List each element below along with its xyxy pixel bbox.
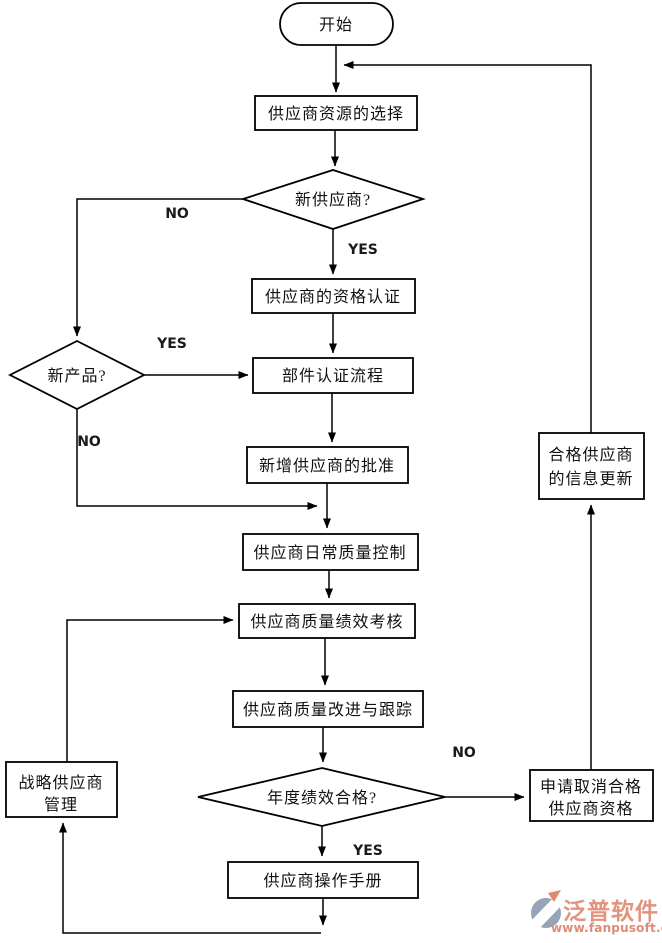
supplier-selection-node <box>254 95 418 131</box>
arrow-new-product-no-branch <box>76 409 318 510</box>
strategic-management-label-line1: 战略供应商 <box>18 773 103 792</box>
component-process-node <box>252 357 414 394</box>
qualification-label: 供应商的资格认证 <box>265 287 401 306</box>
watermark-brand-text: 泛普软件 <box>563 898 659 924</box>
performance-assessment-node <box>238 603 416 639</box>
new-supplier-no-label: NO <box>165 206 189 222</box>
annual-performance-decision-node <box>197 767 446 827</box>
arrow-new-supplier-no-branch <box>73 198 243 337</box>
watermark: 泛普软件 www.fanpusoft.com <box>529 890 662 935</box>
daily-quality-control-label: 供应商日常质量控制 <box>253 543 406 562</box>
quality-improvement-label: 供应商质量改进与跟踪 <box>243 700 413 719</box>
info-update-label-line1: 合格供应商 <box>548 445 633 464</box>
component-process-label: 部件认证流程 <box>282 367 384 385</box>
new-supplier-decision-label: 新供应商? <box>295 190 371 209</box>
watermark-logo-swoosh <box>529 895 564 931</box>
strategic-management-node <box>5 761 118 818</box>
new-supplier-yes-label: YES <box>347 242 378 258</box>
supplier-selection-label: 供应商资源的选择 <box>268 104 404 123</box>
cancel-qualification-label-line1: 申请取消合格 <box>540 778 642 796</box>
cancel-qualification-label-line2: 供应商资格 <box>548 799 633 818</box>
info-update-node <box>538 432 645 500</box>
daily-quality-control-node <box>242 533 419 571</box>
qualification-node <box>251 278 416 314</box>
new-product-decision-node <box>8 339 146 411</box>
new-supplier-approval-node <box>246 446 409 484</box>
performance-assessment-label: 供应商质量绩效考核 <box>250 612 403 631</box>
annual-yes-label: YES <box>352 843 383 859</box>
new-product-decision-label: 新产品? <box>47 367 106 385</box>
arrow-info-update-to-main-line <box>343 61 592 433</box>
watermark-logo-accent <box>548 890 561 902</box>
annual-performance-decision-label: 年度绩效合格? <box>267 789 377 807</box>
start-node <box>279 2 394 46</box>
watermark-url-text: www.fanpusoft.com <box>551 921 662 935</box>
new-product-no-label: NO <box>77 434 101 450</box>
strategic-management-label-line2: 管理 <box>44 796 78 814</box>
start-label: 开始 <box>319 16 353 34</box>
cancel-qualification-node <box>529 769 654 822</box>
operation-manual-label: 供应商操作手册 <box>263 871 382 890</box>
info-update-label-line2: 的信息更新 <box>548 470 633 488</box>
new-product-yes-label: YES <box>156 336 187 352</box>
new-supplier-approval-label: 新增供应商的批准 <box>259 456 395 475</box>
arrow-loop-to-strategic <box>59 822 321 934</box>
new-supplier-decision-node <box>240 169 426 230</box>
arrow-strategic-to-performance <box>66 616 234 762</box>
quality-improvement-node <box>232 690 424 728</box>
operation-manual-node <box>227 861 419 899</box>
annual-no-label: NO <box>452 745 476 761</box>
